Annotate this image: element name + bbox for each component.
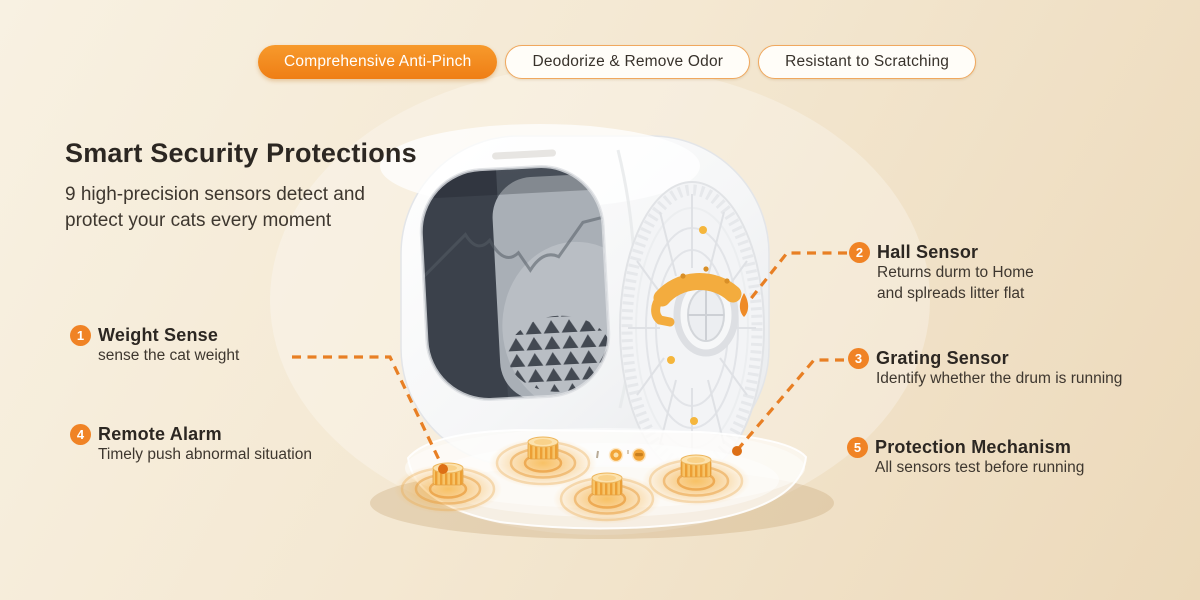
sensor-ripple	[642, 454, 750, 506]
sensor-ripple	[553, 472, 661, 524]
callout-title: Grating Sensor	[876, 348, 1009, 368]
sensor-ripple	[489, 436, 597, 488]
subtitle-line-2: protect your cats every moment	[65, 210, 332, 231]
callout-desc: Identify whether the drum is running	[876, 370, 1123, 387]
callout-desc: and splreads litter flat	[877, 285, 1025, 302]
callout-number-badge: 1	[70, 325, 91, 346]
sensor-ripple	[394, 462, 502, 514]
subtitle-line-1: 9 high-precision sensors detect and	[65, 184, 365, 205]
connector-endpoint-dot	[438, 464, 448, 474]
callout-title: Protection Mechanism	[875, 437, 1072, 457]
tab-deodorize-remove-odor[interactable]: Deodorize & Remove Odor	[505, 45, 751, 79]
drum-handle	[653, 273, 742, 307]
callout-text: Hall Sensor Returns durm to Home and spl…	[877, 242, 1034, 304]
feature-tabs: Comprehensive Anti-Pinch Deodorize & Rem…	[258, 45, 977, 79]
callout-desc: All sensors test before running	[875, 459, 1085, 476]
connector-lines	[292, 251, 847, 467]
callout-text: Remote Alarm Timely push abnormal situat…	[98, 424, 312, 465]
tab-resistant-to-scratching[interactable]: Resistant to Scratching	[758, 45, 977, 79]
callout-number-badge: 2	[849, 242, 870, 263]
tab-comprehensive-anti-pinch[interactable]: Comprehensive Anti-Pinch	[258, 45, 498, 79]
callout-title: Remote Alarm	[98, 424, 222, 444]
callout-desc: sense the cat weight	[98, 347, 240, 364]
callout-number-badge: 5	[847, 437, 868, 458]
callout-desc: Timely push abnormal situation	[98, 446, 312, 463]
connector-hall-sensor	[747, 251, 847, 302]
callout-title: Hall Sensor	[877, 242, 979, 262]
rotating-drum	[619, 181, 765, 475]
callout-desc: Returns durm to Home	[877, 264, 1034, 281]
callout-grating-sensor: 3 Grating Sensor Identify whether the dr…	[848, 348, 1122, 389]
brand-logo-mark	[492, 149, 556, 160]
litter-sieve-pattern	[507, 315, 612, 392]
callout-protection-mechanism: 5 Protection Mechanism All sensors test …	[847, 437, 1084, 478]
callout-hall-sensor: 2 Hall Sensor Returns durm to Home and s…	[849, 242, 1034, 304]
callout-title: Weight Sense	[98, 325, 219, 345]
page-title: Smart Security Protections	[65, 138, 417, 168]
hall-sensor-marker	[739, 293, 749, 317]
callout-number-badge: 4	[70, 424, 91, 445]
callout-weight-sense: 1 Weight Sense sense the cat weight	[70, 325, 239, 366]
control-buttons	[596, 447, 647, 463]
callout-text: Grating Sensor Identify whether the drum…	[876, 348, 1122, 389]
callout-number-badge: 3	[848, 348, 869, 369]
page-subtitle: 9 high-precision sensors detect and prot…	[65, 182, 425, 234]
drum-spokes	[628, 194, 756, 462]
intro-block: Smart Security Protections 9 high-precis…	[65, 138, 425, 234]
callout-remote-alarm: 4 Remote Alarm Timely push abnormal situ…	[70, 424, 312, 465]
connector-endpoint-dot	[732, 446, 742, 456]
weight-sensor-ripples	[394, 436, 750, 524]
connector-weight-sense	[292, 355, 444, 467]
handle-screws	[680, 266, 730, 284]
drum-markers	[667, 226, 707, 425]
callout-text: Weight Sense sense the cat weight	[98, 325, 239, 366]
callout-text: Protection Mechanism All sensors test be…	[875, 437, 1084, 478]
front-opening	[418, 163, 612, 403]
